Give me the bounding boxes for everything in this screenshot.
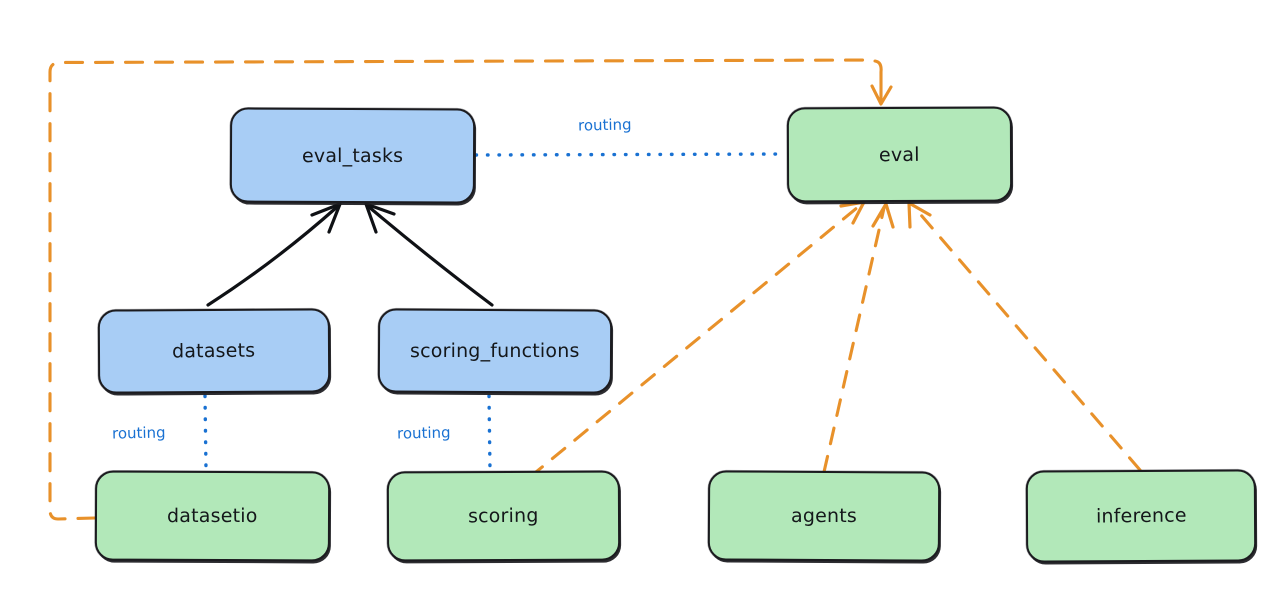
- node-datasets[interactable]: datasets: [97, 308, 331, 394]
- edge-label-routing-scoring_functions-scoring: routing: [396, 423, 451, 443]
- node-label-eval_tasks: eval_tasks: [301, 144, 404, 167]
- edge-label-routing-datasets-datasetio: routing: [111, 423, 166, 443]
- edge-eval_tasks-to-eval: [474, 152, 788, 157]
- arrowhead-datasetio-to-eval: [870, 84, 893, 106]
- arrowhead-scoring-to-eval: [839, 200, 866, 225]
- node-scoring[interactable]: scoring: [386, 470, 621, 562]
- node-inference[interactable]: inference: [1025, 469, 1257, 563]
- arrowhead-datasets-to-eval_tasks: [310, 202, 342, 234]
- arrowhead-scoring_functions-to-eval_tasks: [364, 202, 396, 234]
- node-eval[interactable]: eval: [786, 106, 1013, 203]
- edge-datasets-to-datasetio: [203, 394, 208, 472]
- edge-agents-to-eval: [822, 206, 886, 474]
- arrowhead-agents-to-eval: [871, 202, 895, 229]
- node-label-agents: agents: [790, 504, 857, 528]
- node-datasetio[interactable]: datasetio: [94, 470, 331, 562]
- node-label-datasets: datasets: [172, 339, 256, 363]
- edge-scoring_functions-to-scoring: [487, 394, 492, 472]
- edge-datasetio-to-eval-tail: [873, 59, 883, 102]
- edge-label-routing-eval_tasks-eval: routing: [577, 115, 632, 135]
- node-label-datasetio: datasetio: [167, 504, 258, 528]
- arrowhead-inference-to-eval: [907, 201, 932, 229]
- node-label-scoring: scoring: [468, 504, 539, 528]
- node-label-inference: inference: [1095, 504, 1187, 528]
- edge-scoring_functions-to-eval_tasks: [367, 205, 494, 307]
- edge-inference-to-eval: [913, 206, 1142, 472]
- node-agents[interactable]: agents: [707, 470, 941, 562]
- node-scoring_functions[interactable]: scoring_functions: [377, 308, 613, 394]
- node-label-eval: eval: [879, 143, 920, 166]
- edge-datasets-to-eval_tasks: [206, 205, 339, 307]
- node-eval_tasks[interactable]: eval_tasks: [229, 107, 476, 204]
- node-label-scoring_functions: scoring_functions: [410, 339, 580, 363]
